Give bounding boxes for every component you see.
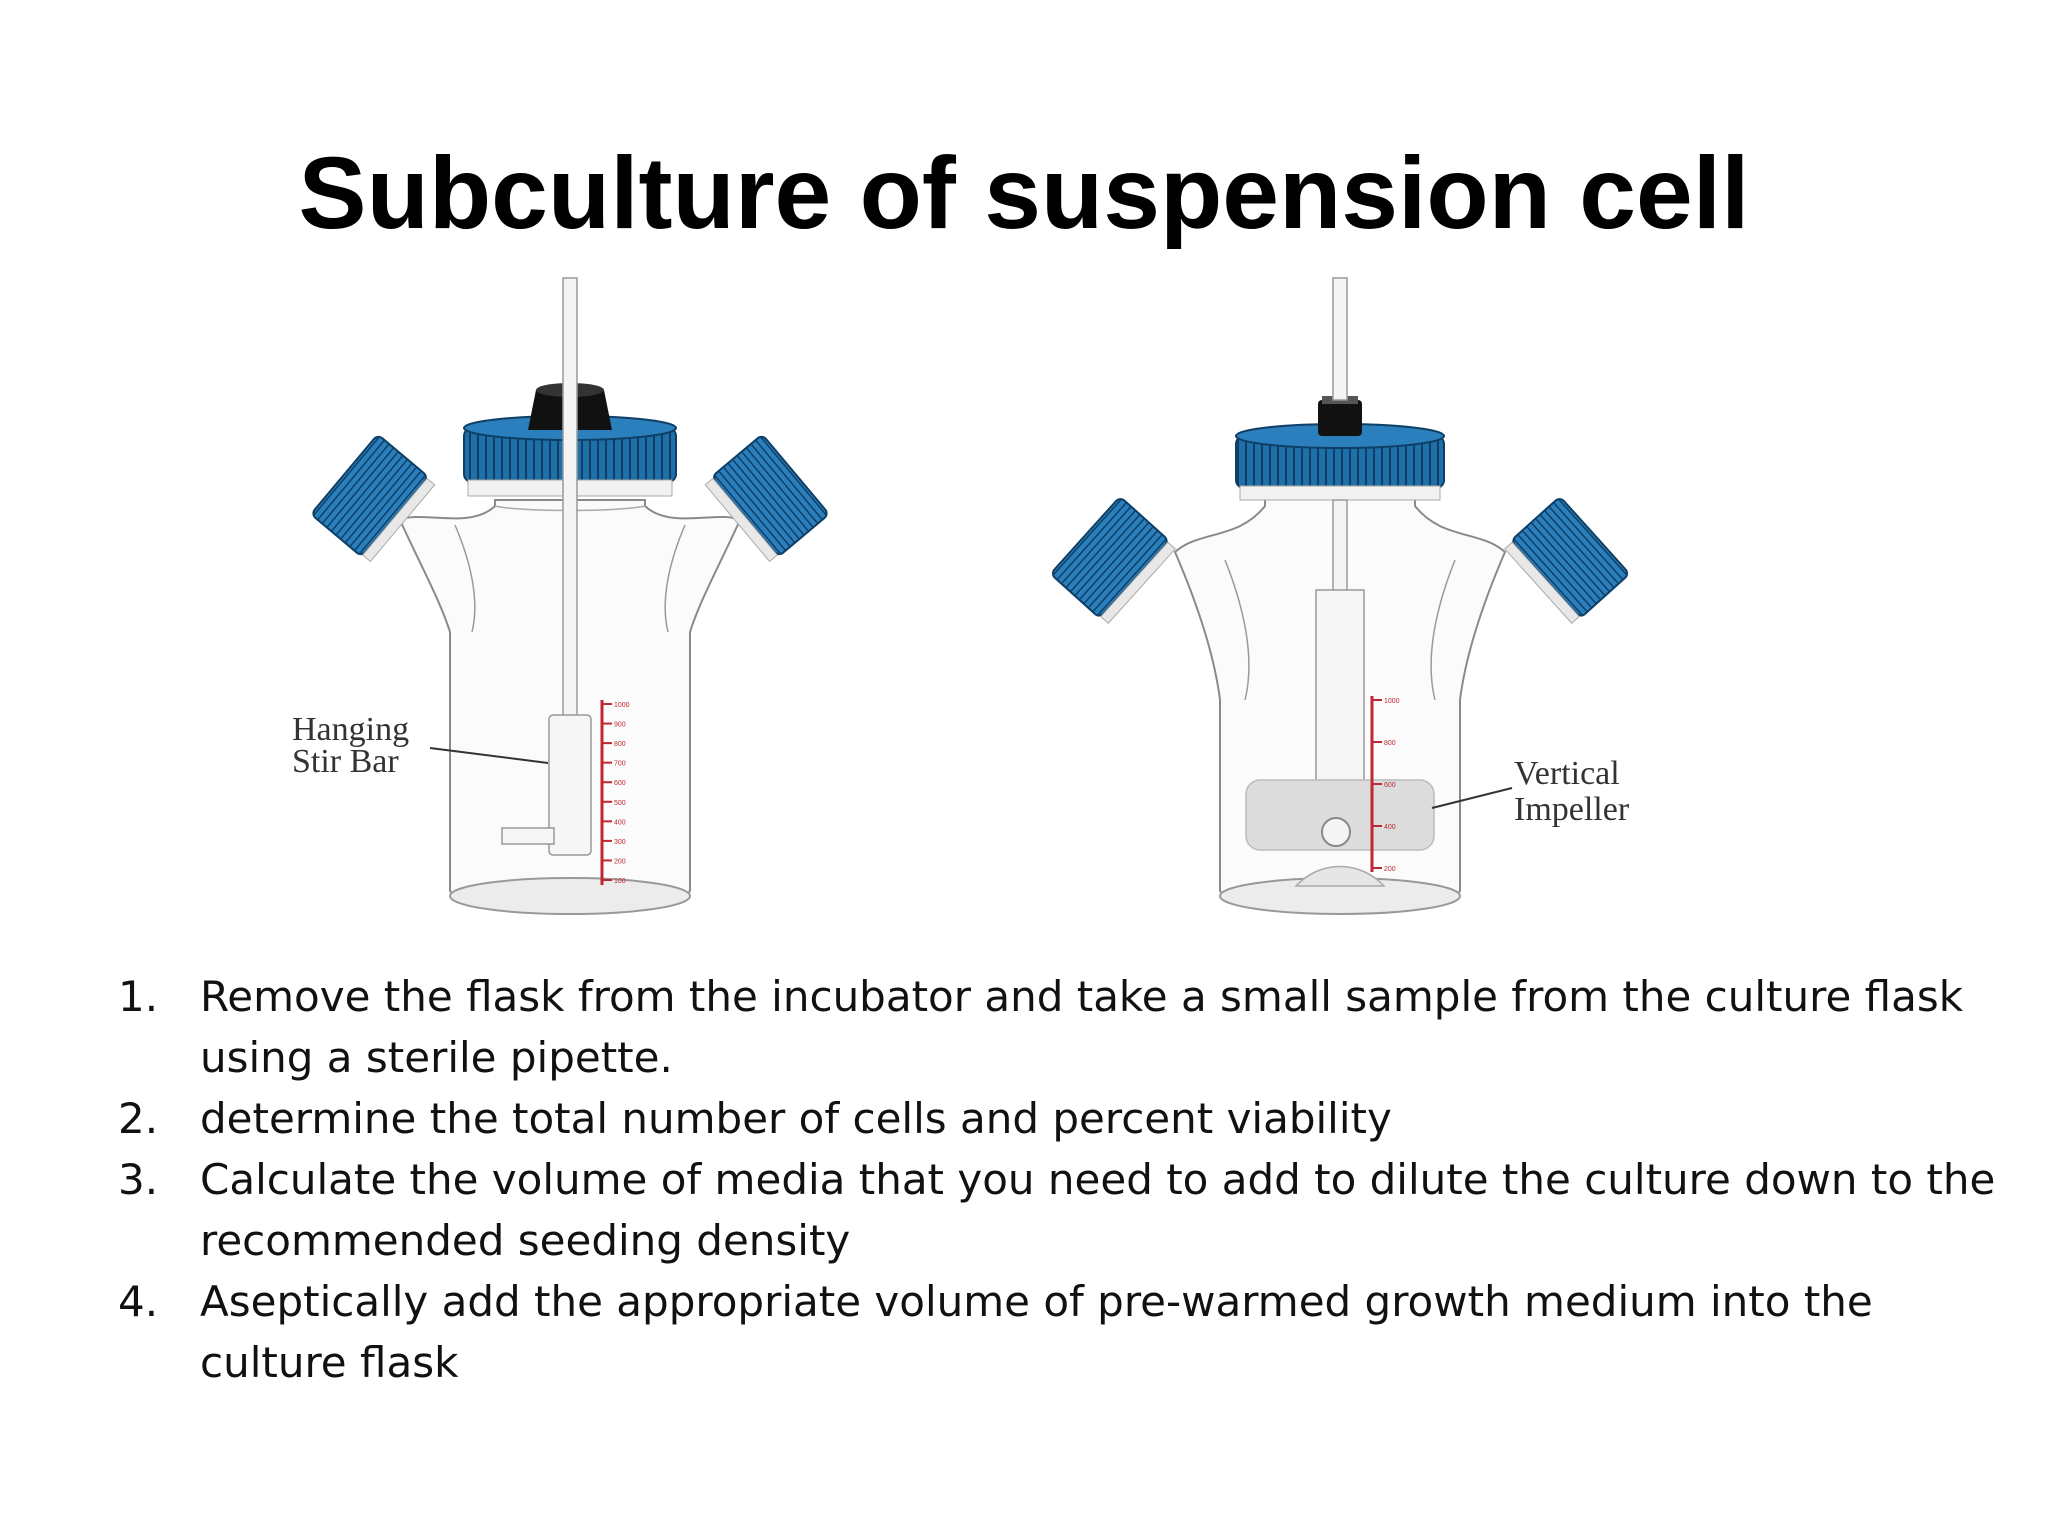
left-label-line2: Stir Bar [292,743,399,780]
right-label-line2: Impeller [1514,791,1630,828]
slide-title: Subculture of suspension cell [298,136,1750,250]
step-item: 1. Remove the flask from the incubator a… [118,966,2018,1088]
left-scale-tick-label: 100 [614,878,626,885]
right-label-line1: Vertical [1514,755,1620,792]
right-scale: 1000 800 600 400 200 [1372,698,1400,873]
step-text: determine the total number of cells and … [200,1094,1392,1143]
step-text: Calculate the volume of media that you n… [200,1155,1996,1265]
step-item: 2. determine the total number of cells a… [118,1088,2018,1149]
step-number: 3. [118,1155,159,1204]
left-flask-rod [562,277,578,719]
step-number: 2. [118,1094,159,1143]
step-text: Aseptically add the appropriate volume o… [200,1277,1873,1387]
right-spinner-flask: 1000 800 600 400 200 Vertical Impeller [1051,277,1630,915]
right-scale-tick-label: 400 [1384,824,1396,831]
step-number: 1. [118,972,159,1021]
left-scale-tick-label: 800 [614,741,626,748]
left-scale-tick-label: 1000 [614,702,630,709]
left-scale-tick-label: 600 [614,780,626,787]
procedure-steps: 1. Remove the flask from the incubator a… [118,966,2018,1393]
left-scale: 1000 900 800 700 600 500 400 300 200 100 [602,702,630,885]
right-scale-tick-label: 600 [1384,782,1396,789]
step-text: Remove the flask from the incubator and … [200,972,1964,1082]
left-scale-tick-label: 200 [614,858,626,865]
left-scale-tick-label: 300 [614,839,626,846]
right-scale-tick-label: 200 [1384,866,1396,873]
right-scale-tick-label: 1000 [1384,698,1400,705]
left-scale-tick-label: 400 [614,819,626,826]
right-scale-tick-label: 800 [1384,740,1396,747]
left-label-leader [429,747,549,764]
left-scale-tick-label: 900 [614,722,626,729]
step-item: 3. Calculate the volume of media that yo… [118,1149,2018,1271]
hanging-stir-bar [548,714,592,856]
left-label-line1: Hanging [292,711,409,748]
vertical-impeller [1245,779,1435,851]
left-scale-tick-label: 500 [614,800,626,807]
right-flask-rod [1332,277,1348,401]
left-scale-tick-label: 700 [614,761,626,768]
step-number: 4. [118,1277,159,1326]
step-item: 4. Aseptically add the appropriate volum… [118,1271,2018,1393]
right-label-leader [1431,787,1513,809]
